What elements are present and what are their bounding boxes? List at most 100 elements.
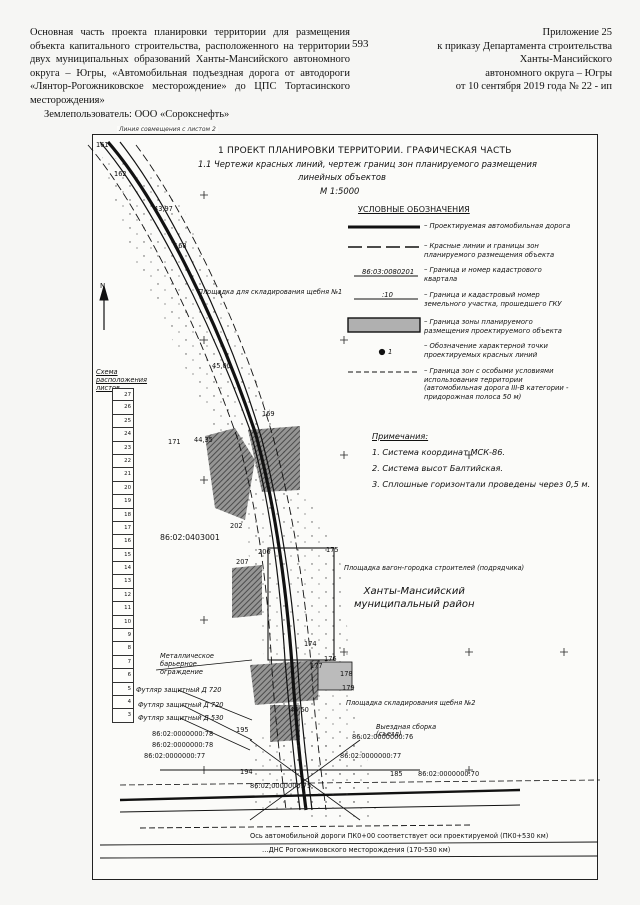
appendix-line-3: Ханты-Мансийского — [519, 54, 612, 66]
note-1: 1. Система координат МСК-86. — [372, 447, 506, 457]
parcel-label: 86:02:0000000:77 — [340, 752, 402, 760]
sheet-scheme-cell: 12 — [112, 588, 134, 603]
parcel-label: 86:02:0000000:78 — [152, 730, 214, 738]
note-3: 3. Сплошные горизонтали проведены через … — [372, 479, 591, 489]
sheet-scheme-cell: 7 — [112, 655, 134, 670]
road-axis-note: Ось автомобильной дороги ПК0+00 соответс… — [250, 832, 549, 840]
legend-item-quarter: – Граница и номер кадастрового квартала — [424, 266, 542, 283]
metal-barrier-label: Металлическое барьерное ограждение — [160, 652, 214, 676]
note-2: 2. Система высот Балтийская. — [372, 463, 503, 473]
site-camp: Площадка вагон-городка строителей (подря… — [344, 564, 525, 572]
storage2-site-boundary — [317, 661, 353, 691]
sheet-scheme-cell: 22 — [112, 454, 134, 469]
exit-ramp-label: Выездная сборка (съезд) — [376, 724, 436, 738]
legend-item-point: – Обозначение характерной точки проектир… — [424, 342, 548, 359]
drawing-notes: Примечания: 1. Система координат МСК-86.… — [372, 428, 590, 492]
point-label: 169 — [262, 410, 275, 418]
point-label: 185 — [390, 770, 403, 778]
sheet-scheme-cell: 6 — [112, 669, 134, 683]
pipe-casing-2: Футляр защитный Д 720 — [138, 701, 224, 709]
point-label: 161 — [96, 141, 109, 149]
drawing-subtitle: 1.1 Чертежи красных линий, чертеж границ… — [198, 159, 537, 169]
sheet-scheme-cell: 10 — [112, 615, 134, 630]
parcel-leaders — [155, 659, 253, 751]
site-storage-2: Площадка складирования щебня №2 — [346, 699, 476, 707]
sheet-scheme-cell: 5 — [112, 682, 134, 696]
point-label: 206 — [258, 548, 271, 556]
appendix-header: Приложение 25 к приказу Департамента стр… — [382, 26, 612, 94]
parcel-label: 86:02:0000000:78 — [152, 741, 214, 749]
site-storage-1: Площадка для складирования щебня №1 — [198, 288, 343, 296]
point-label: 179 — [342, 684, 355, 692]
exit-ramp-line-1: Выездная сборка — [376, 723, 437, 731]
sheet-scheme-cell: 26 — [112, 401, 134, 415]
point-label: 171 — [168, 438, 181, 446]
elevation-label: 45,00 — [212, 362, 231, 370]
sheet-scheme-cell: 11 — [112, 602, 134, 616]
legend-sample-parcel: :10 — [382, 291, 393, 299]
point-label: 177 — [310, 662, 323, 670]
legend-item-parcel: – Граница и кадастровый номер земельного… — [424, 291, 562, 308]
elevation-label: 43,97 — [154, 205, 173, 213]
sheet-scheme-cell: 18 — [112, 508, 134, 522]
point-label: 162 — [114, 170, 127, 178]
drawing-scale: М 1:5000 — [320, 186, 360, 196]
sheet-scheme-cell: 24 — [112, 428, 134, 442]
notes-title: Примечания: — [372, 431, 429, 441]
point-label: 194 — [240, 768, 253, 776]
drawing-title: 1 ПРОЕКТ ПЛАНИРОВКИ ТЕРРИТОРИИ. ГРАФИЧЕС… — [218, 146, 512, 156]
document-preamble: Основная часть проекта планировки террит… — [30, 26, 350, 121]
sheet-scheme-cell: 4 — [112, 695, 134, 710]
sheet-scheme-cell: 3 — [112, 709, 134, 723]
north-arrow-icon — [99, 284, 109, 330]
point-label: 174 — [304, 640, 317, 648]
sheet-scheme-cell: 25 — [112, 414, 134, 429]
metal-barrier-line-3: ограждение — [160, 668, 203, 676]
parcel-label: 86:02:0000000:70 — [418, 770, 480, 778]
parcel-label: 86:02:0000000:75 — [250, 782, 312, 790]
legend-item-red-lines: – Красные линии и границы зон планируемо… — [424, 242, 555, 259]
parcel-label: 86:02:0000000:77 — [144, 752, 206, 760]
pipe-casing-1: Футляр защитный Д 720 — [136, 686, 222, 694]
cadastral-quarter-main: 86:02:0403001 — [160, 533, 220, 542]
appendix-line-4: автономного округа – Югры — [485, 67, 612, 79]
pipe-casing-3: Футляр защитный Д 530 — [138, 714, 224, 722]
drawing-subtitle-cont: линейных объектов — [298, 172, 386, 182]
sheet-scheme-cell: 9 — [112, 629, 134, 643]
legend-item-zone: – Граница зоны планируемого размещения п… — [424, 318, 562, 335]
north-label: N — [100, 282, 106, 290]
camp-site-boundary — [267, 547, 335, 661]
sheet-scheme-cell: 21 — [112, 468, 134, 482]
appendix-line-2: к приказу Департамента строительства — [437, 40, 612, 52]
sheet-scheme-title: Схема расположения листов — [96, 368, 148, 392]
legend-item-restricted-zone: – Граница зон с особыми условиями исполь… — [424, 367, 569, 401]
point-label: 178 — [340, 670, 353, 678]
sheet-scheme-cell: 17 — [112, 521, 134, 536]
sheet-scheme-cell: 20 — [112, 481, 134, 496]
legend-item-road: – Проектируемая автомобильная дорога — [424, 222, 571, 230]
sheet-scheme-cell: 27 — [112, 388, 134, 402]
elevation-label: 44,35 — [194, 436, 213, 444]
point-label: 202 — [230, 522, 243, 530]
appendix-line-5: от 10 сентября 2019 года № 22 - ип — [455, 81, 612, 93]
corridor-boundaries — [87, 140, 327, 811]
parcel-label: 86:02:0000000:76 — [352, 733, 414, 741]
sheet-scheme-cell: 19 — [112, 495, 134, 509]
sheet-scheme-cell: 15 — [112, 548, 134, 563]
sheet-scheme-cell: 23 — [112, 441, 134, 455]
project-description: Основная часть проекта планировки террит… — [30, 27, 350, 106]
legend-sample-quarter: 86:03:0080201 — [362, 268, 415, 276]
page-number: 593 — [352, 38, 369, 50]
projected-road-line — [106, 140, 308, 811]
point-label: 195 — [236, 726, 249, 734]
hatched-zones — [205, 426, 320, 742]
legend-samples — [347, 225, 421, 373]
metal-barrier-line-2: барьерное — [160, 660, 197, 668]
elevation-label: 44,50 — [290, 706, 309, 714]
point-label: 176 — [324, 655, 337, 663]
sheet-scheme-cell: 8 — [112, 642, 134, 656]
point-label: 207 — [236, 558, 249, 566]
district-name-line-2: муниципальный район — [354, 599, 475, 610]
land-user: Землепользователь: ООО «Сорокснефть» — [44, 108, 230, 120]
